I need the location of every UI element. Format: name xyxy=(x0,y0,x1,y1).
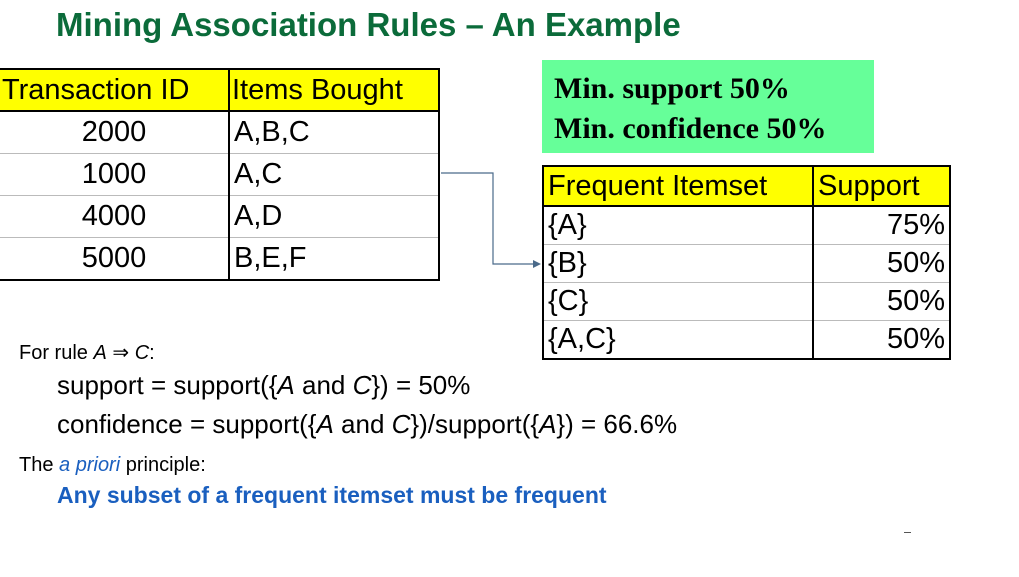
support-cell: 50% xyxy=(813,320,951,360)
support-cell: 50% xyxy=(813,282,951,321)
table-row: {C} 50% xyxy=(542,282,951,321)
slide-title: Mining Association Rules – An Example xyxy=(56,6,681,43)
apriori-heading: The a priori principle: xyxy=(19,454,206,476)
support-formula: support = support({A and C}) = 50% xyxy=(57,370,471,400)
min-confidence-label: Min. confidence 50% xyxy=(554,112,827,145)
rule-heading: For rule A ⇒ C: xyxy=(19,342,155,364)
header-transaction-id: Transaction ID xyxy=(0,68,230,112)
itemset-cell: {A,C} xyxy=(542,320,814,360)
apriori-principle: Any subset of a frequent itemset must be… xyxy=(57,482,607,508)
transactions-table: Transaction ID Items Bought 2000 A,B,C 1… xyxy=(0,68,440,281)
table-row: {A} 75% xyxy=(542,206,951,245)
table-row: 4000 A,D xyxy=(0,195,440,238)
table-row: 1000 A,C xyxy=(0,153,440,196)
header-items-bought: Items Bought xyxy=(228,68,440,112)
itemset-cell: {B} xyxy=(542,244,814,283)
transaction-id-cell: 1000 xyxy=(0,153,230,196)
threshold-box: Min. support 50% Min. confidence 50% xyxy=(542,60,874,153)
table-row: {A,C} 50% xyxy=(542,320,951,360)
support-cell: 75% xyxy=(813,206,951,245)
frequent-itemsets-table: Frequent Itemset Support {A} 75% {B} 50%… xyxy=(542,165,951,360)
items-cell: A,C xyxy=(229,153,440,196)
header-frequent-itemset: Frequent Itemset xyxy=(542,165,814,207)
min-support-label: Min. support 50% xyxy=(554,72,790,105)
itemset-cell: {A} xyxy=(542,206,814,245)
table-row: 5000 B,E,F xyxy=(0,237,440,281)
transaction-id-cell: 5000 xyxy=(0,237,230,281)
transaction-id-cell: 4000 xyxy=(0,195,230,238)
table-row: {B} 50% xyxy=(542,244,951,283)
support-cell: 50% xyxy=(813,244,951,283)
header-support: Support xyxy=(812,165,951,207)
decorative-mark xyxy=(904,532,911,533)
items-cell: A,D xyxy=(229,195,440,238)
items-cell: B,E,F xyxy=(229,237,440,281)
confidence-formula: confidence = support({A and C})/support(… xyxy=(57,409,678,439)
table-row: 2000 A,B,C xyxy=(0,111,440,154)
itemset-cell: {C} xyxy=(542,282,814,321)
items-cell: A,B,C xyxy=(229,111,440,154)
transaction-id-cell: 2000 xyxy=(0,111,230,154)
